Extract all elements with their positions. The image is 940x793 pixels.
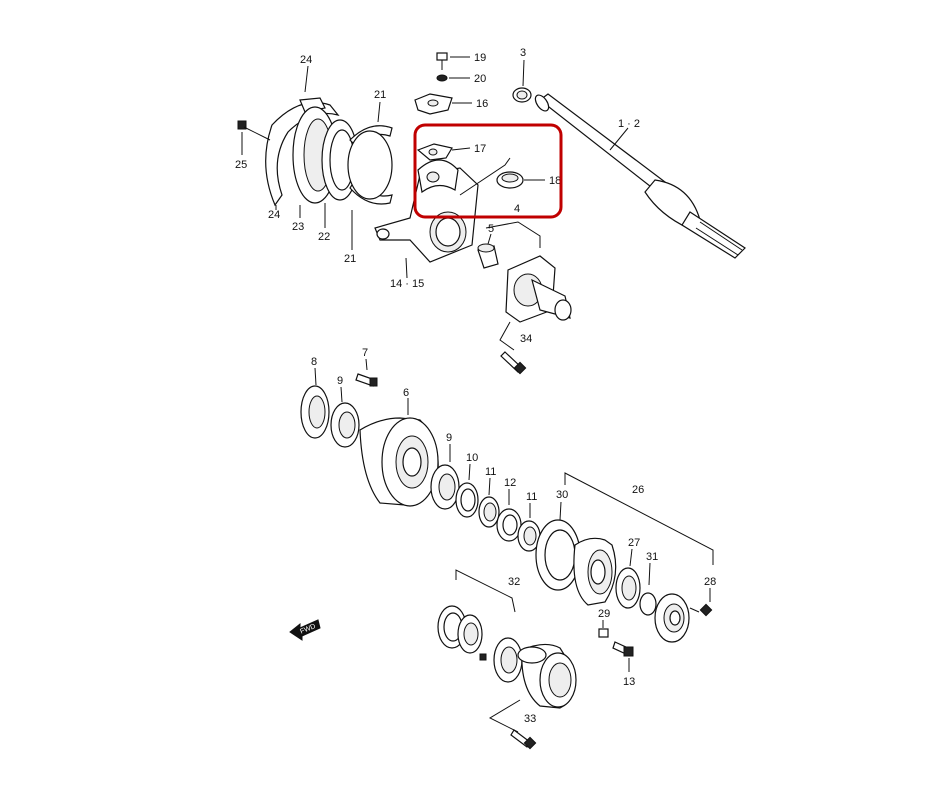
label-part-18: 18 [549, 175, 561, 187]
part-11-nut-2-inner [523, 526, 537, 546]
part-21-seal-halves [347, 125, 393, 205]
label-part-4: 4 [514, 203, 520, 215]
part-17-hole [428, 148, 438, 156]
leader-9-left [340, 386, 343, 403]
part-32-seal [493, 637, 523, 683]
part-5-bushing-top [477, 243, 495, 253]
bracket-26 [564, 472, 714, 565]
part-free-wheel-cap [654, 593, 690, 643]
part-29-nut [598, 628, 609, 638]
label-part-10: 10 [466, 452, 478, 464]
steering-knuckle [374, 159, 479, 263]
leader-33 [488, 699, 521, 733]
leader-31 [648, 562, 651, 586]
label-part-6: 6 [403, 387, 409, 399]
label-part-25: 25 [235, 159, 247, 171]
label-part-21-bottom: 21 [344, 253, 356, 265]
label-part-21-top: 21 [374, 89, 386, 101]
leader-14-15 [405, 257, 408, 279]
label-part-16: 16 [476, 98, 488, 110]
label-part-11-bottom: 11 [526, 491, 537, 503]
part-32-screw [479, 653, 487, 661]
label-part-30: 30 [556, 489, 568, 501]
part-10-washer-inner [460, 488, 476, 512]
part-28-bolt [689, 603, 713, 617]
label-part-13: 13 [623, 676, 635, 688]
label-part-5: 5 [488, 223, 494, 235]
label-part-11-top: 11 [485, 466, 496, 478]
part-free-wheel-body [573, 537, 617, 606]
label-part-28: 28 [704, 576, 716, 588]
part-20-washer [436, 74, 448, 82]
label-part-14-15: 14 · 15 [390, 278, 424, 290]
label-part-23: 23 [292, 221, 304, 233]
leader-27 [629, 548, 633, 567]
leader-10 [468, 463, 471, 481]
label-part-22: 22 [318, 231, 330, 243]
drive-shaft [534, 93, 746, 259]
leader-8 [314, 367, 317, 386]
bracket-32 [455, 569, 516, 613]
label-part-24-top: 24 [300, 54, 312, 66]
part-27-ring [615, 567, 641, 609]
leader-3 [522, 59, 525, 87]
part-33-bolt [510, 729, 537, 750]
label-part-9-left: 9 [337, 375, 343, 387]
leader-5 [487, 233, 492, 245]
part-22-seal [321, 119, 359, 201]
leader-24-top [304, 65, 309, 93]
part-13-bolt [612, 641, 634, 657]
label-part-7: 7 [362, 347, 368, 359]
part-7-stud [355, 373, 378, 387]
label-part-33: 33 [524, 713, 536, 725]
leader-17 [451, 147, 471, 151]
fwd-arrow-icon: FWD [289, 619, 321, 641]
label-part-32: 32 [508, 576, 520, 588]
label-part-26: 26 [632, 484, 644, 496]
part-30-gasket [535, 519, 581, 591]
leader-7 [365, 358, 368, 371]
part-16-hole [427, 99, 439, 107]
highlight-box [413, 123, 563, 219]
part-32-cover [517, 643, 577, 709]
label-part-17: 17 [474, 143, 486, 155]
leader-1-2 [609, 127, 629, 151]
leader-21-top [377, 101, 381, 123]
part-32-plate [457, 614, 483, 654]
label-part-8: 8 [311, 356, 317, 368]
part-19-bolt [436, 52, 448, 70]
label-part-31: 31 [646, 551, 658, 563]
part-9-bearing-left [330, 402, 360, 448]
label-part-27: 27 [628, 537, 640, 549]
part-4-spindle [505, 255, 572, 323]
part-3-seal-inner [516, 90, 528, 100]
part-31-snapring [639, 592, 657, 616]
part-9-bearing-right [430, 464, 460, 510]
part-18-bearing-inner [501, 173, 519, 183]
label-part-24-bottom: 24 [268, 209, 280, 221]
leader-30 [559, 501, 562, 521]
leader-4 [485, 221, 541, 248]
label-part-3: 3 [520, 47, 526, 59]
label-part-19: 19 [474, 52, 486, 64]
part-8-oil-seal [300, 385, 330, 439]
part-12-lockwasher-inner [502, 514, 518, 536]
part-6-hub [359, 417, 439, 507]
leader-34 [499, 321, 515, 351]
part-34-bolt [500, 351, 527, 375]
label-part-12: 12 [504, 477, 516, 489]
label-part-29: 29 [598, 608, 610, 620]
leader-18-ref [459, 157, 511, 196]
label-part-34: 34 [520, 333, 532, 345]
label-part-9-right: 9 [446, 432, 452, 444]
leader-11-top [488, 477, 491, 496]
part-11-nut-inner [483, 502, 497, 522]
label-part-1-2: 1 · 2 [618, 118, 640, 130]
part-25-bolt [237, 120, 271, 141]
label-part-20: 20 [474, 73, 486, 85]
